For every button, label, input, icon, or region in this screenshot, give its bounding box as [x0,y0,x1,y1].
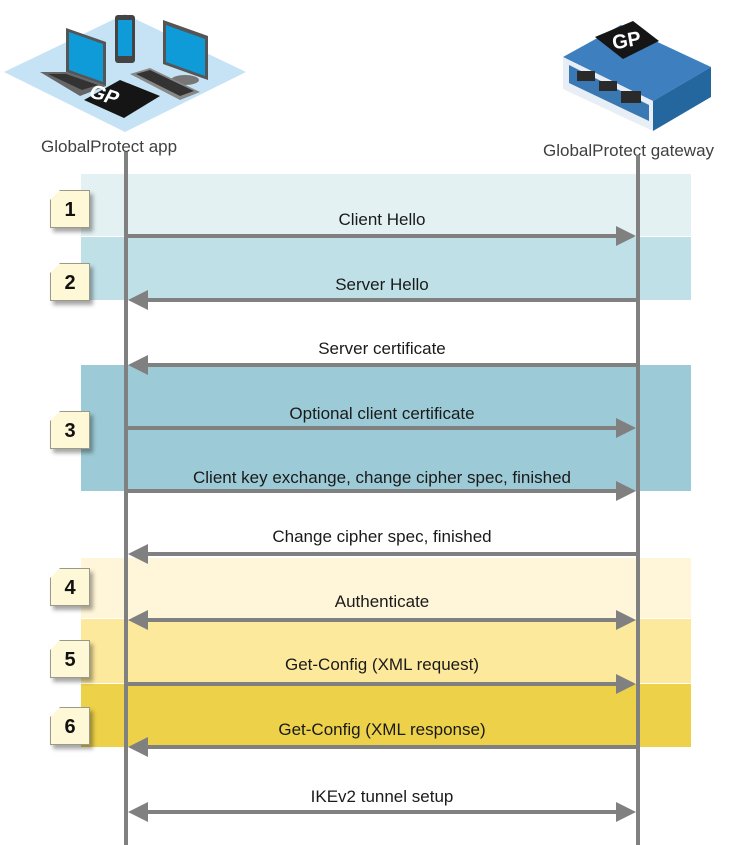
message-arrow-8 [128,674,636,694]
arrowhead-right-icon [616,481,636,501]
arrowhead-right-icon [616,226,636,246]
arrowhead-left-icon [128,355,148,375]
message-arrow-4 [128,418,636,438]
message-arrow-5 [128,481,636,501]
step-badge-5: 5 [50,640,90,678]
message-arrow-3 [128,355,636,375]
message-label-change-cipher-spec: Change cipher spec, finished [272,527,492,546]
message-arrow-10 [128,802,636,822]
gateway-lifeline [636,155,640,845]
firewall-gp-icon: GP [563,21,711,131]
message-arrow-2 [128,290,636,310]
arrowhead-left-icon [128,737,148,757]
client-lifeline [124,152,128,845]
phase-band-2 [81,237,691,300]
message-arrow-1 [128,226,636,246]
arrowhead-right-icon [616,802,636,822]
step-badge-3: 3 [50,411,90,449]
arrowhead-left-icon [128,610,148,630]
message-label-ikev2: IKEv2 tunnel setup [310,787,454,806]
phase-band-1 [81,174,691,236]
arrowhead-left-icon [128,290,148,310]
message-label-server-certificate: Server certificate [318,339,446,358]
message-arrow-9 [128,737,636,757]
message-label-client-hello: Client Hello [338,210,426,229]
message-label-client-certificate: Optional client certificate [289,404,475,423]
step-badge-6: 6 [50,707,90,745]
message-label-client-key-exchange: Client key exchange, change cipher spec,… [192,468,571,487]
arrowhead-left-icon [128,802,148,822]
message-arrow-7 [128,610,636,630]
svg-text:GP: GP [611,28,643,55]
message-label-authenticate: Authenticate [334,592,430,611]
arrowhead-left-icon [128,544,148,564]
devices-gp-icon: GP [4,14,246,132]
phase-band-4 [81,558,691,618]
phase-band-6 [81,684,691,747]
gateway-label: GlobalProtect gateway [543,141,715,160]
step-badge-2: 2 [50,263,90,301]
arrowhead-right-icon [616,674,636,694]
arrowhead-right-icon [616,418,636,438]
phase-band-5 [81,619,691,683]
client-label: GlobalProtect app [41,137,178,156]
step-badge-1: 1 [50,190,90,228]
message-label-get-config-request: Get-Config (XML request) [285,655,479,674]
step-badge-4: 4 [50,568,90,606]
arrowhead-right-icon [616,610,636,630]
message-label-server-hello: Server Hello [335,275,429,294]
message-arrow-6 [128,544,636,564]
message-label-get-config-response: Get-Config (XML response) [278,720,486,739]
